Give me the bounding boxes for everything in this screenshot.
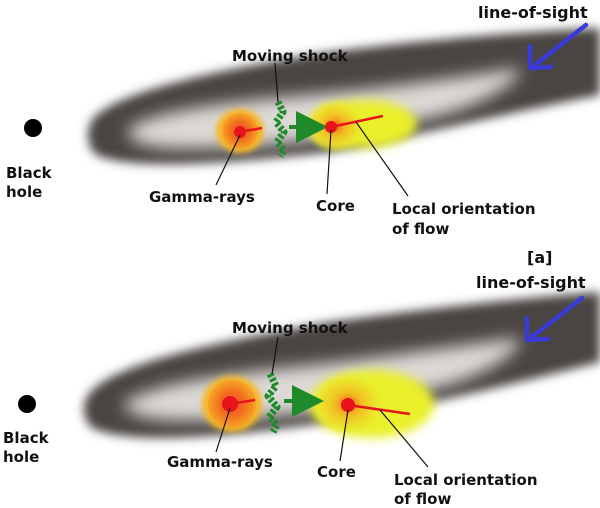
leader-core <box>339 409 349 462</box>
label-gamma-rays: Gamma-rays <box>149 188 255 206</box>
core-spot-icon <box>341 398 355 412</box>
local-flow-line <box>347 403 411 416</box>
line-of-sight-arrowhead <box>527 43 554 71</box>
label-of-flow: of flow <box>392 220 449 238</box>
leader-gamma-rays <box>215 407 231 453</box>
leader-local-flow <box>379 409 429 468</box>
black-hole-icon <box>24 119 42 137</box>
label-core: Core <box>316 197 355 215</box>
label-gamma-rays: Gamma-rays <box>167 453 273 471</box>
leader-moving-shock <box>271 336 279 375</box>
panel-bottom: line-of-sight Moving shock Black hole Ga… <box>3 273 600 508</box>
line-of-sight-arrow-icon <box>529 295 585 340</box>
line-of-sight-arrowhead <box>524 315 551 343</box>
label-black-hole-line1: Black <box>3 429 50 447</box>
core-zone <box>308 100 417 150</box>
label-black-hole-line2: hole <box>6 183 42 201</box>
label-moving-shock: Moving shock <box>232 319 349 337</box>
leader-local-flow <box>355 121 409 197</box>
black-hole-icon <box>18 395 36 413</box>
label-core: Core <box>317 463 356 481</box>
label-local-orientation: Local orientation <box>392 200 536 218</box>
gamma-ray-spot-icon <box>234 126 246 138</box>
label-black-hole-line1: Black <box>6 164 53 182</box>
label-local-orientation: Local orientation <box>394 471 538 489</box>
label-line-of-sight: line-of-sight <box>476 273 586 292</box>
panel-top: line-of-sight Moving shock Black hole Ga… <box>6 3 600 267</box>
leader-gamma-rays <box>215 134 241 186</box>
line-of-sight-arrow-icon <box>533 22 589 67</box>
leader-moving-shock <box>274 62 279 103</box>
panel-tag: [a] <box>527 248 552 267</box>
label-of-flow: of flow <box>394 490 451 508</box>
core-zone <box>310 370 434 438</box>
label-black-hole-line2: hole <box>3 448 39 466</box>
label-line-of-sight: line-of-sight <box>478 3 588 22</box>
moving-shock <box>264 372 324 434</box>
leader-core <box>326 129 332 195</box>
core-spot-icon <box>325 121 337 133</box>
moving-shock <box>272 100 328 158</box>
gamma-ray-spot-icon <box>222 396 238 412</box>
label-moving-shock: Moving shock <box>232 47 349 65</box>
local-flow-line <box>330 114 384 129</box>
